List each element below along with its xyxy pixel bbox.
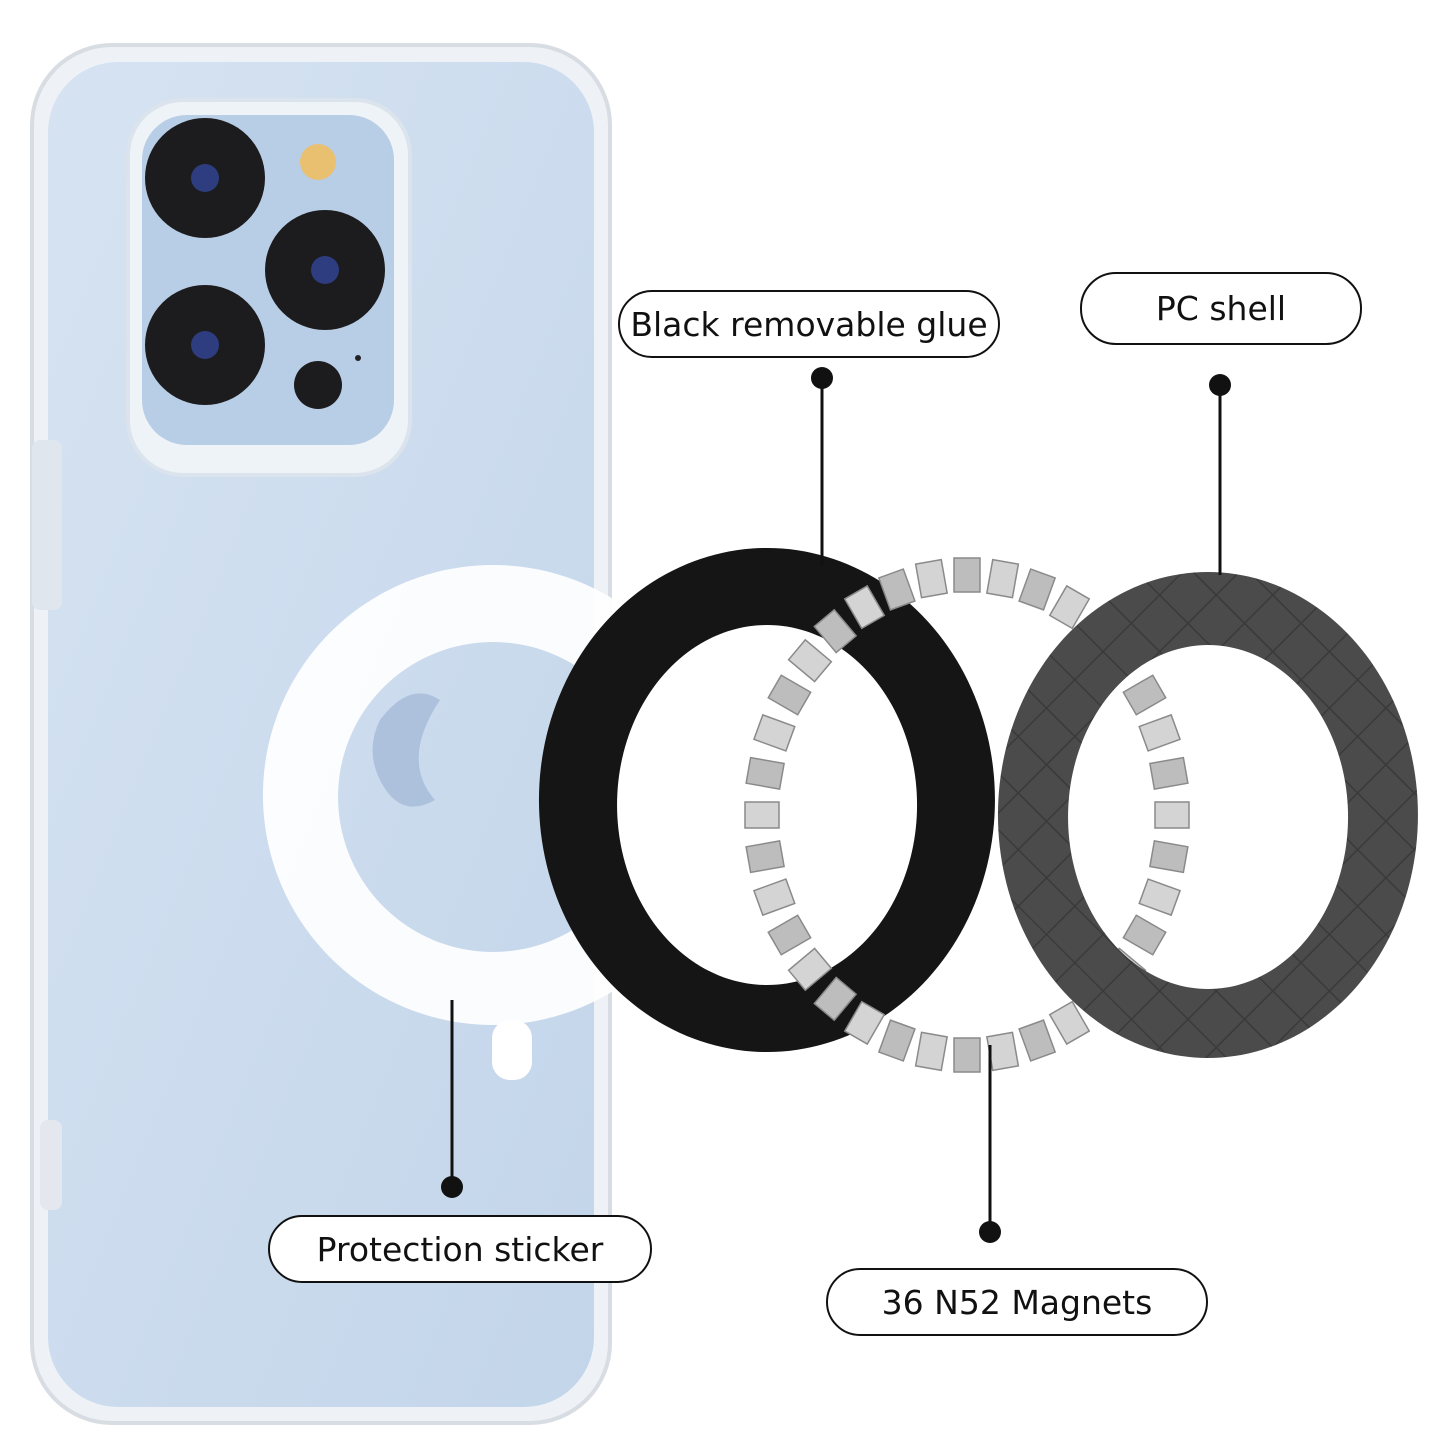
magnet-block [985,1031,1020,1072]
callout-dot [441,1176,463,1198]
magnet-block [787,947,833,992]
magnet-block [813,976,858,1022]
magnet-block [745,756,785,790]
pc-shell-ring [997,572,1418,1059]
black-glue-ring [538,548,995,1052]
magnet-block [787,638,833,683]
label-magnets: 36 N52 Magnets [826,1268,1208,1336]
label-pc-shell: PC shell [1080,272,1362,345]
magnet-block [1149,756,1189,790]
apple-logo-icon [372,693,440,807]
magnet-block [767,674,812,716]
callout-dot [811,367,833,389]
magnet-block [745,840,785,874]
magnet-block [813,608,858,654]
magnet-block [843,584,886,630]
magnet-block [1149,840,1189,874]
label-black-removable-glue: Black removable glue [618,290,1000,358]
magnet-block [752,713,796,752]
magnet-block [1122,674,1167,716]
magnet-block [877,568,916,611]
magnet-block [953,557,981,593]
magnet-block [1154,801,1190,829]
magnet-block [1138,878,1182,917]
magnet-block [1122,914,1167,956]
magnet-block [1018,568,1057,611]
magnet-block [1048,1000,1091,1046]
magnet-block [744,801,780,829]
callout-lines [450,378,1222,1232]
magnet-block [914,558,949,599]
magnet-block [843,1000,886,1046]
magnet-block [1138,713,1182,752]
magnet-block [877,1019,916,1062]
callout-dot [1209,374,1231,396]
callout-dot [979,1221,1001,1243]
side-button [32,440,62,610]
magnet-block [752,878,796,917]
magnet-block [767,914,812,956]
magnet-block [985,558,1020,599]
magnet-block [953,1037,981,1073]
flash-icon [300,144,336,180]
camera-module [126,98,412,477]
magnet-block [914,1031,949,1072]
label-protection-sticker: Protection sticker [268,1215,652,1283]
magnet-block [1018,1019,1057,1062]
magnet-block [1048,584,1091,630]
